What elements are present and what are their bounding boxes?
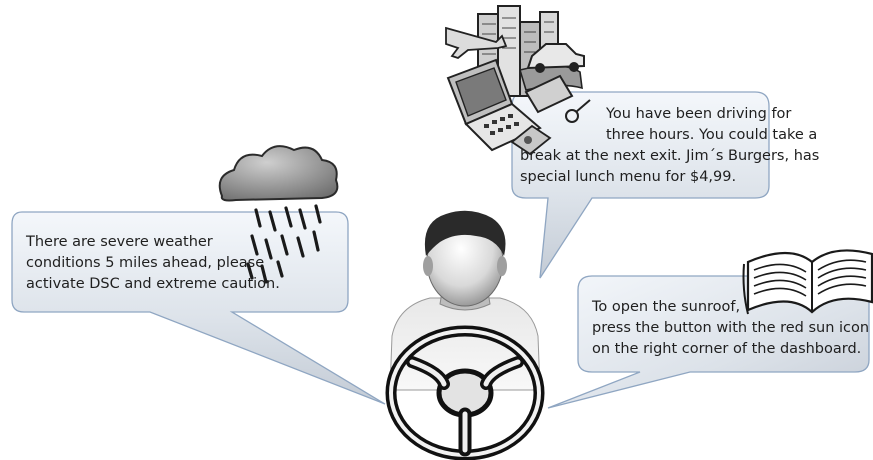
sunroof-line-3: on the right corner of the dashboard. — [592, 339, 869, 360]
driver-with-steering-wheel-icon — [390, 211, 540, 455]
weather-line-3: activate DSC and extreme caution. — [26, 274, 280, 295]
break-suggestion-text: You have been driving for three hours. Y… — [520, 104, 819, 188]
break-line-2: three hours. You could take a — [520, 125, 819, 146]
sunroof-line-1: To open the sunroof, — [592, 297, 869, 318]
break-line-3: break at the next exit. Jim´s Burgers, h… — [520, 146, 819, 167]
break-line-4: special lunch menu for $4,99. — [520, 167, 819, 188]
sunroof-line-2: press the button with the red sun icon — [592, 318, 869, 339]
break-line-1: You have been driving for — [520, 104, 819, 125]
weather-line-1: There are severe weather — [26, 232, 280, 253]
weather-line-2: conditions 5 miles ahead, please — [26, 253, 280, 274]
sunroof-instruction-text: To open the sunroof, press the button wi… — [592, 297, 869, 360]
weather-warning-text: There are severe weather conditions 5 mi… — [26, 232, 280, 295]
